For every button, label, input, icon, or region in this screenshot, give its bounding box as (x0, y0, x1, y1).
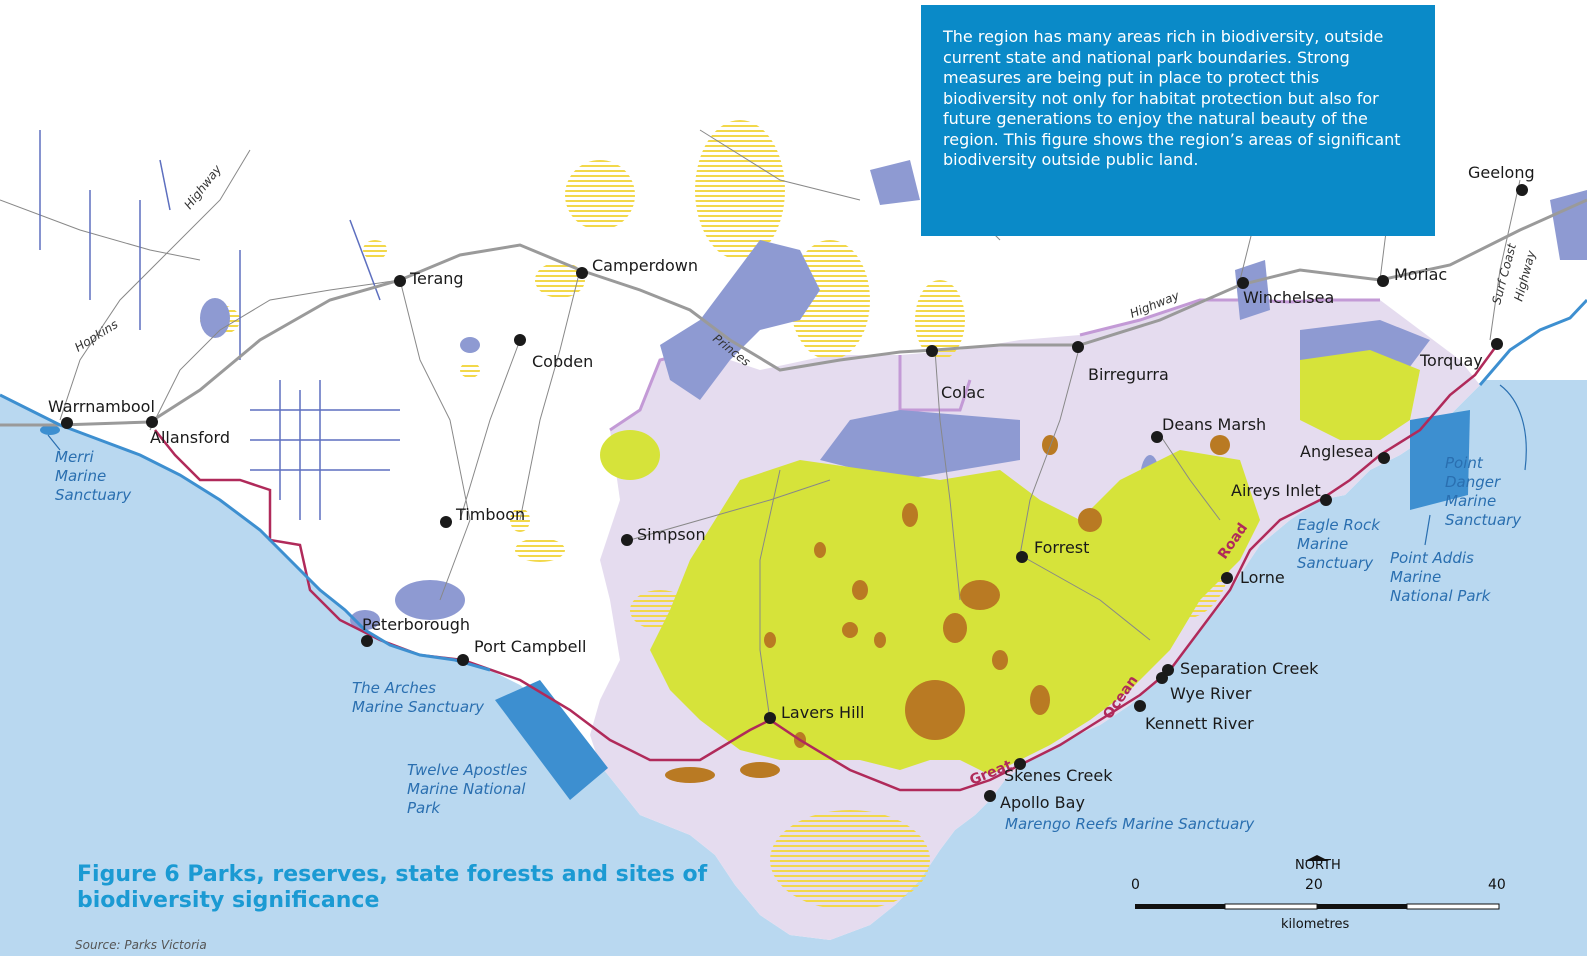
north-arrow-icon (1305, 855, 1329, 861)
label-eagle-1: Eagle Rock (1297, 516, 1381, 534)
label-twelve-3: Park (407, 799, 441, 817)
town-colac[interactable]: Colac (941, 383, 985, 402)
princes-highway (0, 198, 1587, 427)
reserves (665, 435, 1230, 783)
label-twelve-1: Twelve Apostles (407, 761, 528, 779)
town-cobden[interactable]: Cobden (532, 352, 593, 371)
town-warrnambool[interactable]: Warrnambool (48, 397, 155, 416)
town-skenes-creek[interactable]: Skenes Creek (1004, 766, 1113, 785)
label-eagle-3: Sanctuary (1297, 554, 1374, 572)
label-addis-3: National Park (1390, 587, 1492, 605)
town-anglesea[interactable]: Anglesea (1300, 442, 1374, 461)
label-marengo: Marengo Reefs Marine Sanctuary (1005, 815, 1255, 833)
town-moriac[interactable]: Moriac (1394, 265, 1447, 284)
label-merri-1: Merri (55, 448, 95, 466)
label-merri-2: Marine (55, 467, 106, 485)
figure-source: Source: Parks Victoria (75, 938, 207, 952)
town-deans-marsh[interactable]: Deans Marsh (1162, 415, 1266, 434)
town-allansford[interactable]: Allansford (150, 428, 230, 447)
town-simpson[interactable]: Simpson (637, 525, 706, 544)
scale-graphic (1135, 855, 1500, 910)
town-separation-creek[interactable]: Separation Creek (1180, 659, 1319, 678)
scale-bar: NORTH 0 20 40 kilometres (1131, 853, 1525, 943)
town-wye-river[interactable]: Wye River (1170, 684, 1252, 703)
label-danger-3: Marine (1445, 492, 1496, 510)
town-winchelsea[interactable]: Winchelsea (1243, 288, 1334, 307)
marine-labels: Merri Marine Sanctuary The Arches Marine… (47, 384, 1527, 833)
marine-parks (40, 410, 1470, 800)
figure-title: Figure 6 Parks, reserves, state forests … (77, 862, 708, 913)
town-camperdown[interactable]: Camperdown (592, 256, 698, 275)
town-terang[interactable]: Terang (409, 269, 464, 288)
waterways (39, 130, 400, 520)
scale-tick-20: 20 (1305, 877, 1323, 893)
info-text: The region has many areas rich in biodiv… (943, 27, 1401, 169)
town-lorne[interactable]: Lorne (1240, 568, 1285, 587)
state-forests (600, 350, 1420, 775)
town-timboon[interactable]: Timboon (455, 505, 525, 524)
label-twelve-2: Marine National (407, 780, 526, 798)
label-arches-1: The Arches (352, 679, 436, 697)
coastline-east (1478, 298, 1587, 386)
label-danger-4: Sanctuary (1445, 511, 1522, 529)
towns: Warrnambool Allansford Terang Camperdown… (48, 163, 1535, 812)
town-apollo-bay[interactable]: Apollo Bay (1000, 793, 1085, 812)
town-birregurra[interactable]: Birregurra (1088, 365, 1169, 384)
north-label: NORTH (1295, 858, 1341, 873)
scale-tick-0: 0 (1131, 877, 1140, 893)
town-lavers-hill[interactable]: Lavers Hill (781, 703, 864, 722)
town-peterborough[interactable]: Peterborough (362, 615, 470, 634)
label-eagle-2: Marine (1297, 535, 1348, 553)
label-merri-3: Sanctuary (55, 486, 132, 504)
label-arches-2: Marine Sanctuary (352, 698, 485, 716)
town-port-campbell[interactable]: Port Campbell (474, 637, 586, 656)
great-ocean-road (154, 344, 1499, 792)
coastline (0, 393, 491, 672)
town-aireys-inlet[interactable]: Aireys Inlet (1231, 481, 1321, 500)
road-network (0, 129, 1521, 721)
merri-arrow (47, 434, 61, 451)
label-addis-1: Point Addis (1390, 549, 1474, 567)
town-kennett-river[interactable]: Kennett River (1145, 714, 1254, 733)
danger-arrow (1499, 384, 1527, 471)
scale-unit: kilometres (1281, 917, 1350, 932)
info-box: The region has many areas rich in biodiv… (921, 5, 1435, 236)
scale-tick-40: 40 (1488, 877, 1506, 893)
town-geelong[interactable]: Geelong (1468, 163, 1535, 182)
label-danger-1: Point (1445, 454, 1484, 472)
label-addis-2: Marine (1390, 568, 1441, 586)
label-danger-2: Danger (1445, 473, 1501, 491)
town-torquay[interactable]: Torquay (1419, 351, 1483, 370)
addis-arrow (1424, 514, 1431, 546)
town-forrest[interactable]: Forrest (1034, 538, 1089, 557)
